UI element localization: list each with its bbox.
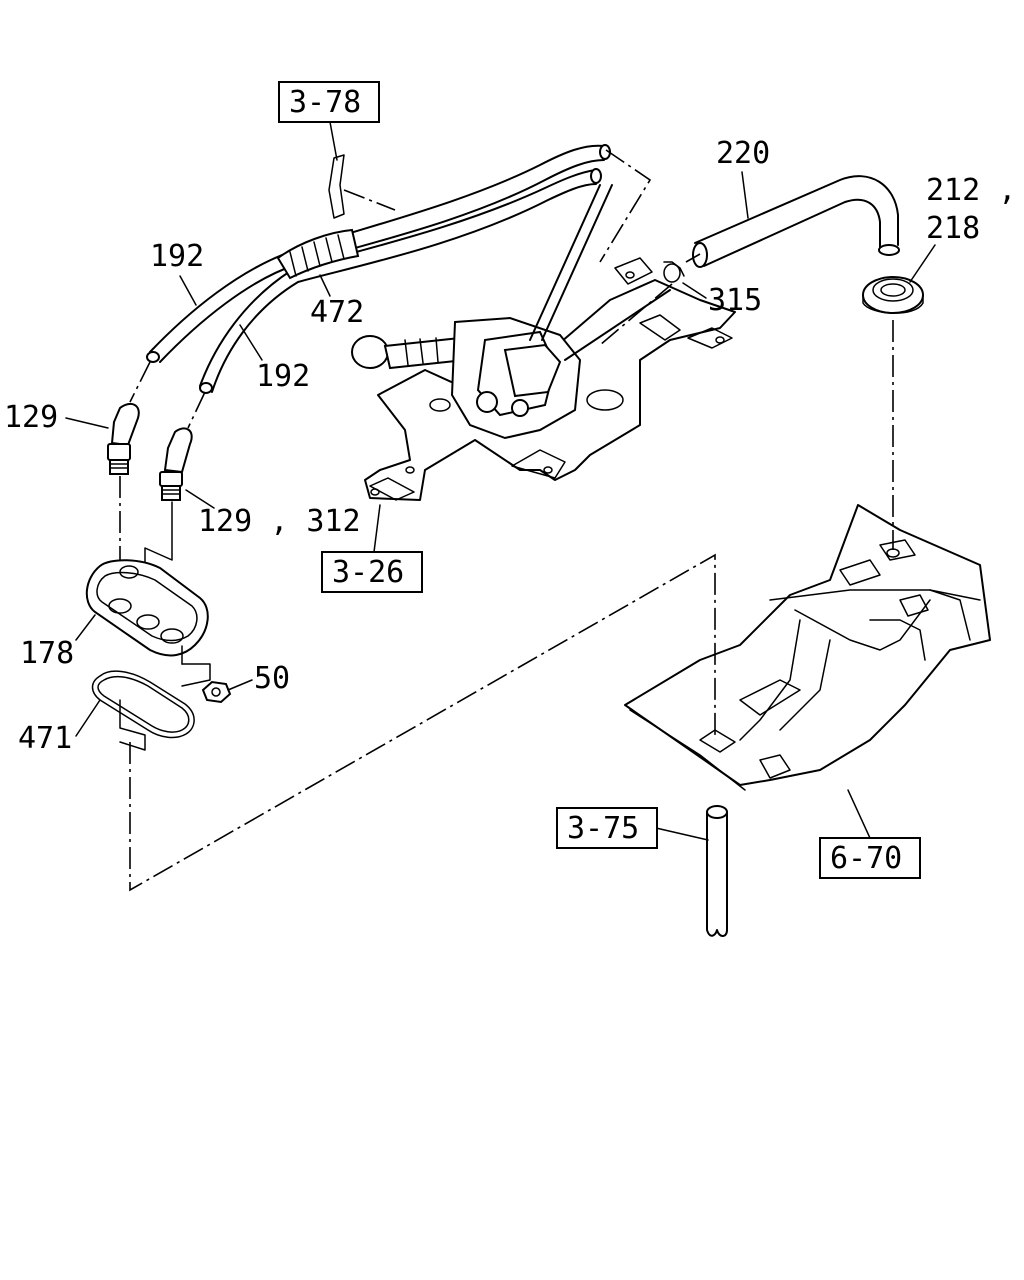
- leader-3-75: [655, 827, 709, 841]
- part-label-50: 50: [254, 661, 290, 696]
- part-label-129: 129: [4, 400, 58, 435]
- leader-472: [319, 274, 331, 297]
- leader-6-70: [847, 789, 871, 839]
- hose-end-top-b: [590, 168, 602, 184]
- leader-315: [682, 282, 707, 299]
- nut-50: [201, 680, 232, 704]
- part-label-472: 472: [310, 295, 364, 330]
- pipe-3-75: [706, 805, 728, 937]
- hose-end-left: [146, 351, 160, 363]
- dash-hose-to-129: [129, 361, 151, 403]
- dash-hose-to-129-312: [187, 391, 206, 429]
- ref-label-3-26: 3-26: [332, 555, 404, 590]
- dash-3-78: [343, 189, 396, 211]
- leader-3-78: [329, 121, 338, 161]
- leader-129: [65, 417, 109, 429]
- part-label-220: 220: [716, 136, 770, 171]
- sleeve-472: [276, 228, 360, 280]
- leader-3-26: [373, 504, 381, 553]
- part-label-192-upper: 192: [150, 239, 204, 274]
- ref-label-3-75: 3-75: [567, 811, 639, 846]
- ref-label-6-70: 6-70: [830, 841, 902, 876]
- hose-220: [692, 175, 900, 268]
- purge-valve: [351, 184, 671, 440]
- break-flag-3-78: [328, 154, 345, 219]
- leader-50: [227, 679, 253, 691]
- clamp-315: [663, 261, 685, 283]
- dash-220: [685, 253, 701, 263]
- leader-129-312: [185, 489, 215, 509]
- grommet-212-218: [862, 276, 924, 314]
- ref-box-6-70: 6-70: [819, 837, 921, 879]
- ref-box-3-78: 3-78: [278, 81, 380, 123]
- gasket-471: [91, 670, 195, 739]
- bracket-3-26: [364, 257, 736, 501]
- part-label-212: 212 ,: [926, 173, 1016, 208]
- leader-471: [75, 699, 101, 737]
- dash-loop: [129, 553, 716, 892]
- part-label-192-lower: 192: [256, 359, 310, 394]
- leader-192-lower: [239, 324, 263, 361]
- fitting-129-312: [159, 427, 193, 501]
- hose-end-right: [199, 382, 213, 394]
- part-label-471: 471: [18, 721, 72, 756]
- part-label-315: 315: [708, 283, 762, 318]
- fitting-129: [107, 402, 140, 475]
- ref-label-3-78: 3-78: [289, 85, 361, 120]
- ref-box-3-26: 3-26: [321, 551, 423, 593]
- dash-hose-to-valve: [599, 149, 652, 263]
- dash-315: [599, 283, 673, 346]
- plate-178: [85, 559, 209, 665]
- part-label-218: 218: [926, 211, 980, 246]
- hose-192-upper: [149, 144, 605, 363]
- hose-192-lower: [199, 169, 597, 393]
- part-label-178: 178: [20, 636, 74, 671]
- plate-bolt-zigzag: [181, 663, 211, 687]
- part-label-129-312: 129 , 312: [198, 504, 361, 539]
- floor-panel-6-70: [624, 504, 991, 791]
- leader-212-218: [909, 244, 936, 283]
- gasket-zigzag: [119, 699, 146, 751]
- leader-220: [741, 171, 749, 219]
- leader-192-upper: [179, 275, 197, 306]
- ref-box-3-75: 3-75: [556, 807, 658, 849]
- leader-178: [75, 614, 96, 641]
